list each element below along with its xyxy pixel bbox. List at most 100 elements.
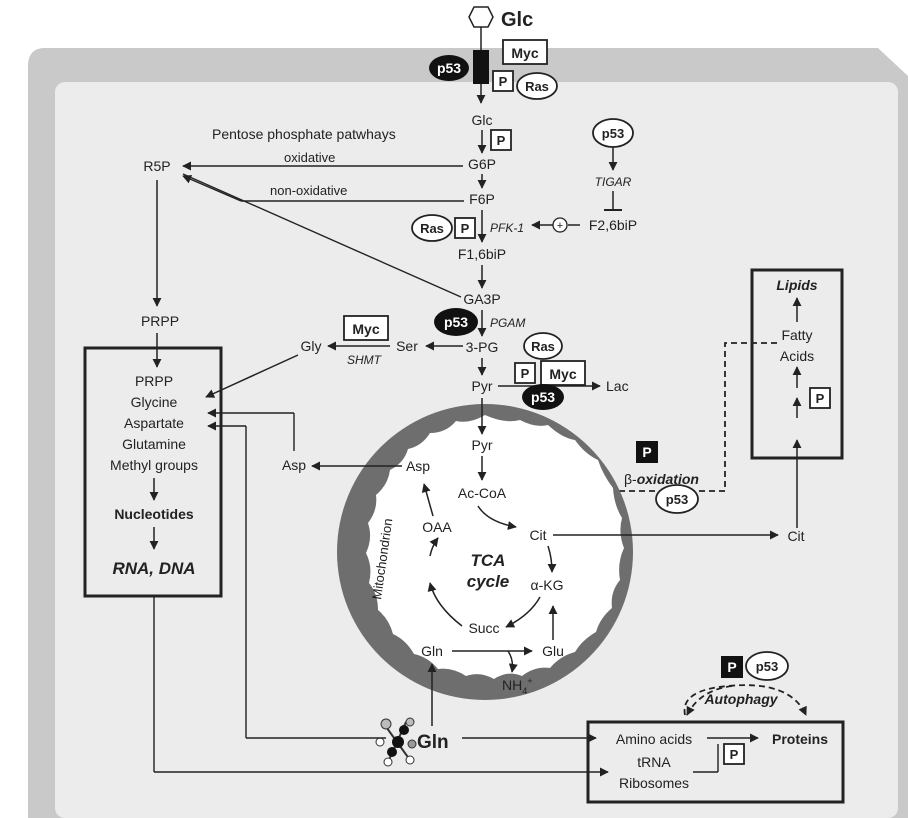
svg-text:Myc: Myc — [352, 321, 379, 337]
ribosomes-label: Ribosomes — [619, 775, 689, 791]
phospho-badge-autophagy — [721, 656, 743, 678]
amino-acids-label: Amino acids — [616, 731, 692, 747]
phospho-badge-transporter — [492, 70, 514, 92]
mito-pyr-node: Pyr — [472, 437, 493, 453]
nuc-item-prpp: PRPP — [135, 373, 173, 389]
r5p-node: R5P — [143, 158, 170, 174]
ser-node: Ser — [396, 338, 418, 354]
glycolysis: Glc P G6P F6P PFK-1 F1,6biP GA3P PGAM p5… — [434, 112, 629, 410]
nh4-node: NH4+ — [502, 676, 533, 696]
p53-badge-autophagy — [745, 651, 789, 681]
myc-badge-lac — [540, 360, 586, 386]
svg-text:P: P — [521, 366, 530, 381]
acids-label: Acids — [780, 348, 814, 364]
svg-text:P: P — [497, 133, 506, 148]
glucose-label: Glc — [501, 9, 533, 31]
svg-text:p53: p53 — [666, 492, 688, 507]
glutamine-molecule-icon — [375, 717, 417, 767]
p53-badge-transporter — [429, 55, 469, 81]
svg-text:P: P — [816, 391, 825, 406]
autophagy-label: Autophagy — [703, 691, 778, 707]
proteins-label: Proteins — [772, 731, 828, 747]
phospho-badge-lac — [514, 362, 536, 384]
svg-text:P: P — [727, 659, 736, 675]
svg-text:P: P — [499, 74, 508, 89]
fatty-label: Fatty — [781, 327, 812, 343]
tigar-regulation: p53 TIGAR F2,6biP + Ras P — [411, 118, 637, 242]
glucose-entry: Glc p53 Myc P Ras — [429, 6, 558, 104]
myc-badge-shmt — [343, 315, 389, 341]
p53-badge-lac — [522, 384, 564, 410]
mito-asp-node: Asp — [406, 458, 430, 474]
f26bip-node: F2,6biP — [589, 217, 637, 233]
beta-oxidation: P β-oxidation p53 — [517, 342, 777, 514]
ras-badge-lac — [523, 332, 563, 360]
nucleotide-frame — [83, 346, 223, 598]
autophagy: Autophagy P p53 — [683, 651, 807, 716]
succ-node: Succ — [468, 620, 499, 636]
acoa-node: Ac-CoA — [458, 485, 507, 501]
glu-node: Glu — [542, 643, 564, 659]
prpp-node: PRPP — [141, 313, 179, 329]
phospho-badge-pfk — [454, 217, 476, 239]
protein-frame — [586, 720, 845, 804]
svg-text:Myc: Myc — [511, 45, 538, 61]
p53-badge-pgam — [434, 308, 478, 336]
nuc-item-aspartate: Aspartate — [124, 415, 184, 431]
svg-text:p53: p53 — [756, 659, 778, 674]
glutamine-label: Gln — [417, 732, 449, 753]
nucleotide-box: PRPP Glycine Aspartate Glutamine Methyl … — [83, 346, 223, 598]
svg-text:P: P — [642, 444, 651, 460]
pyr-node: Pyr — [472, 378, 493, 394]
pentose-phosphate: Pentose phosphate patwhays oxidative R5P… — [141, 126, 464, 368]
phospho-badge-protein — [723, 743, 745, 765]
svg-text:p53: p53 — [444, 314, 468, 330]
tca-label-1: TCA — [471, 551, 506, 570]
rna-dna-label: RNA, DNA — [112, 559, 195, 578]
ras-badge-transporter — [516, 72, 558, 100]
akg-node: α-KG — [531, 577, 564, 593]
p53-badge-betaox — [655, 484, 699, 514]
svg-text:Ras: Ras — [525, 79, 549, 94]
myc-badge-transporter — [502, 39, 548, 65]
3pg-node: 3-PG — [466, 339, 499, 355]
lipid-box: Lipids Fatty Acids P — [750, 268, 844, 528]
lipids-label: Lipids — [776, 277, 817, 293]
pgam-label: PGAM — [490, 316, 525, 330]
trna-label: tRNA — [637, 754, 671, 770]
tca-label-2: cycle — [467, 572, 510, 591]
f6p-node: F6P — [469, 191, 495, 207]
nucleotides-label: Nucleotides — [114, 506, 194, 522]
beta-ox-path — [517, 342, 777, 496]
oxidative-label: oxidative — [284, 150, 335, 165]
mitochondrion: Mitochondrion Pyr Ac-CoA Cit α-KG Succ O… — [311, 398, 779, 726]
tigar-label: TIGAR — [595, 175, 632, 189]
phospho-badge-betaox — [636, 441, 658, 463]
glc-node: Glc — [472, 112, 493, 128]
ga3p-node: GA3P — [463, 291, 500, 307]
mito-gln-node: Gln — [421, 643, 443, 659]
glutamine-entry: Gln — [153, 421, 609, 777]
ppp-title: Pentose phosphate patwhays — [212, 126, 396, 142]
nuc-item-methyl: Methyl groups — [110, 457, 198, 473]
glucose-ring-icon — [468, 6, 494, 28]
autophagy-arc — [683, 684, 807, 716]
phospho-badge-glc — [490, 129, 512, 151]
mito-inner-membrane — [366, 415, 624, 679]
beta-oxidation-label: β-oxidation — [624, 471, 699, 487]
oaa-node: OAA — [422, 519, 452, 535]
cit-cytosol-node: Cit — [787, 528, 804, 544]
svg-text:Myc: Myc — [549, 366, 576, 382]
asp-cytosol-node: Asp — [282, 457, 306, 473]
nuc-item-glutamine: Glutamine — [122, 436, 186, 452]
protein-box: Amino acids Proteins tRNA Ribosomes P — [586, 720, 845, 804]
svg-text:P: P — [461, 221, 470, 236]
non-oxidative-label: non-oxidative — [270, 183, 347, 198]
f16bip-node: F1,6biP — [458, 246, 506, 262]
phospho-badge-lipid — [809, 387, 831, 409]
mito-cit-node: Cit — [529, 527, 546, 543]
svg-text:+: + — [557, 220, 563, 232]
svg-text:Ras: Ras — [531, 339, 555, 354]
pfk1-label: PFK-1 — [490, 221, 524, 235]
